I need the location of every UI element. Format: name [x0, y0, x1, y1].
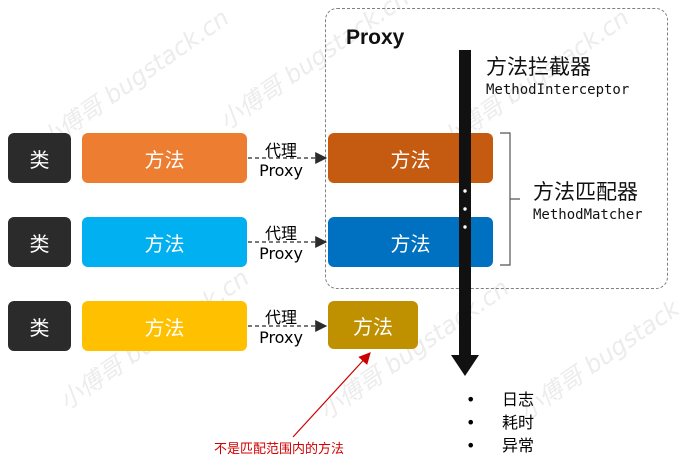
class-label: 类 — [29, 231, 50, 256]
shaft-dot — [463, 189, 467, 193]
shaft-dot — [463, 207, 467, 211]
interceptor-arrow-head — [451, 355, 479, 376]
proxy-title: Proxy — [346, 26, 405, 49]
matcher-class-name: MethodMatcher — [533, 207, 643, 223]
class-label: 类 — [29, 315, 50, 340]
class-box-3: 类 — [8, 301, 71, 351]
annotation-text: 不是匹配范围内的方法 — [214, 442, 345, 457]
shaft-dot — [463, 225, 467, 229]
interceptor-heading: 方法拦截器 — [486, 55, 591, 79]
bullet-item-error: •异常 — [466, 436, 535, 455]
method-label: 方法 — [144, 315, 185, 340]
class-box-1: 类 — [8, 133, 71, 183]
method-box-1: 方法 — [82, 133, 247, 183]
method-box-2: 方法 — [82, 217, 247, 267]
interceptor-class-name: MethodInterceptor — [486, 82, 630, 98]
matcher-heading: 方法匹配器 — [533, 180, 638, 204]
proxy-frame — [325, 8, 668, 289]
proxy-zh-label-2: 代理 — [264, 224, 297, 243]
annotation-arrow — [292, 352, 371, 438]
proxied-method-box-3: 方法 — [328, 301, 418, 349]
proxy-en-label-2: Proxy — [259, 244, 303, 263]
method-box-3: 方法 — [82, 301, 247, 351]
proxy-zh-label-1: 代理 — [264, 141, 297, 160]
bullet-item-time: •耗时 — [466, 413, 535, 432]
method-label: 方法 — [353, 314, 393, 339]
method-label: 方法 — [390, 147, 431, 172]
proxy-en-label-1: Proxy — [259, 161, 303, 180]
method-label: 方法 — [144, 147, 185, 172]
proxy-zh-label-3: 代理 — [264, 308, 297, 327]
bullet-item-log: •日志 — [466, 390, 535, 409]
class-box-2: 类 — [8, 217, 71, 267]
method-label: 方法 — [144, 231, 185, 256]
proxy-en-label-3: Proxy — [259, 328, 303, 347]
matcher-brace — [500, 132, 520, 266]
interceptor-arrow-shaft — [459, 50, 471, 356]
class-label: 类 — [29, 147, 50, 172]
method-label: 方法 — [390, 231, 431, 256]
